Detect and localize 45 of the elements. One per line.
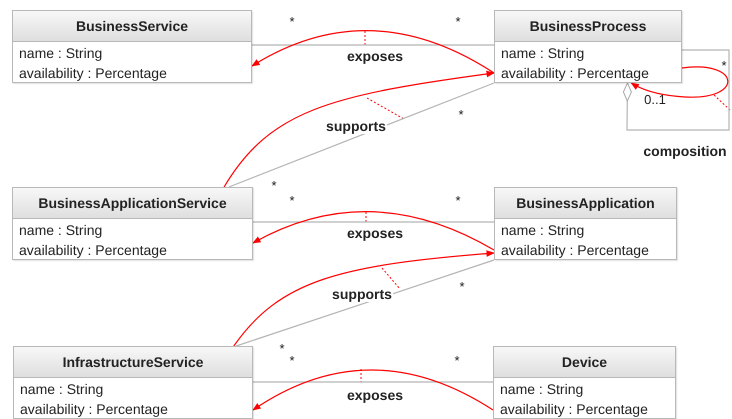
class-name: BusinessService [76, 16, 188, 36]
class-box [494, 10, 682, 83]
class-box [12, 187, 253, 260]
attribute-text: availability : Percentage [20, 400, 168, 419]
arrow [252, 211, 494, 251]
composition-line [622, 49, 730, 131]
class-box [494, 187, 677, 260]
attribute-text: name : String [501, 221, 584, 240]
attribute-text: availability : Percentage [19, 64, 167, 83]
attribute-text: name : String [19, 44, 102, 63]
association-line [252, 44, 494, 46]
attribute-text: name : String [20, 380, 104, 399]
association-line [253, 221, 494, 223]
attribute-text: availability : Percentage [19, 241, 167, 260]
attribute-text: availability : Percentage [501, 64, 649, 83]
class-name: BusinessProcess [530, 16, 646, 36]
multiplicity-label: * [455, 15, 461, 29]
multiplicity-label: * [271, 179, 277, 193]
multiplicity-label: * [279, 342, 285, 356]
attribute-text: availability : Percentage [501, 241, 649, 260]
class-box [493, 346, 676, 419]
multiplicity-label: * [289, 194, 295, 208]
multiplicity-label: * [289, 15, 295, 29]
multiplicity-label: * [458, 108, 464, 122]
arrow [251, 30, 494, 74]
class-name: InfrastructureService [62, 352, 204, 372]
multiplicity-label: * [455, 194, 461, 208]
multiplicity-label: * [459, 280, 465, 294]
attribute-text: availability : Percentage [500, 400, 648, 419]
multiplicity-label: 0..1 [644, 93, 666, 107]
class-box [13, 346, 253, 419]
attribute-text: name : String [500, 380, 584, 399]
arrow [252, 369, 494, 411]
multiplicity-label: * [289, 354, 295, 368]
edge-label: composition [642, 143, 728, 159]
class-name: Device [562, 352, 608, 372]
multiplicity-label: * [454, 354, 460, 368]
arrow [630, 66, 728, 98]
association-line [253, 381, 493, 383]
class-box [12, 10, 252, 83]
multiplicity-label: * [721, 59, 727, 73]
attribute-text: name : String [19, 221, 102, 240]
class-name: BusinessApplicationService [38, 194, 227, 213]
class-name: BusinessApplication [516, 194, 655, 213]
attribute-text: name : String [501, 44, 584, 63]
